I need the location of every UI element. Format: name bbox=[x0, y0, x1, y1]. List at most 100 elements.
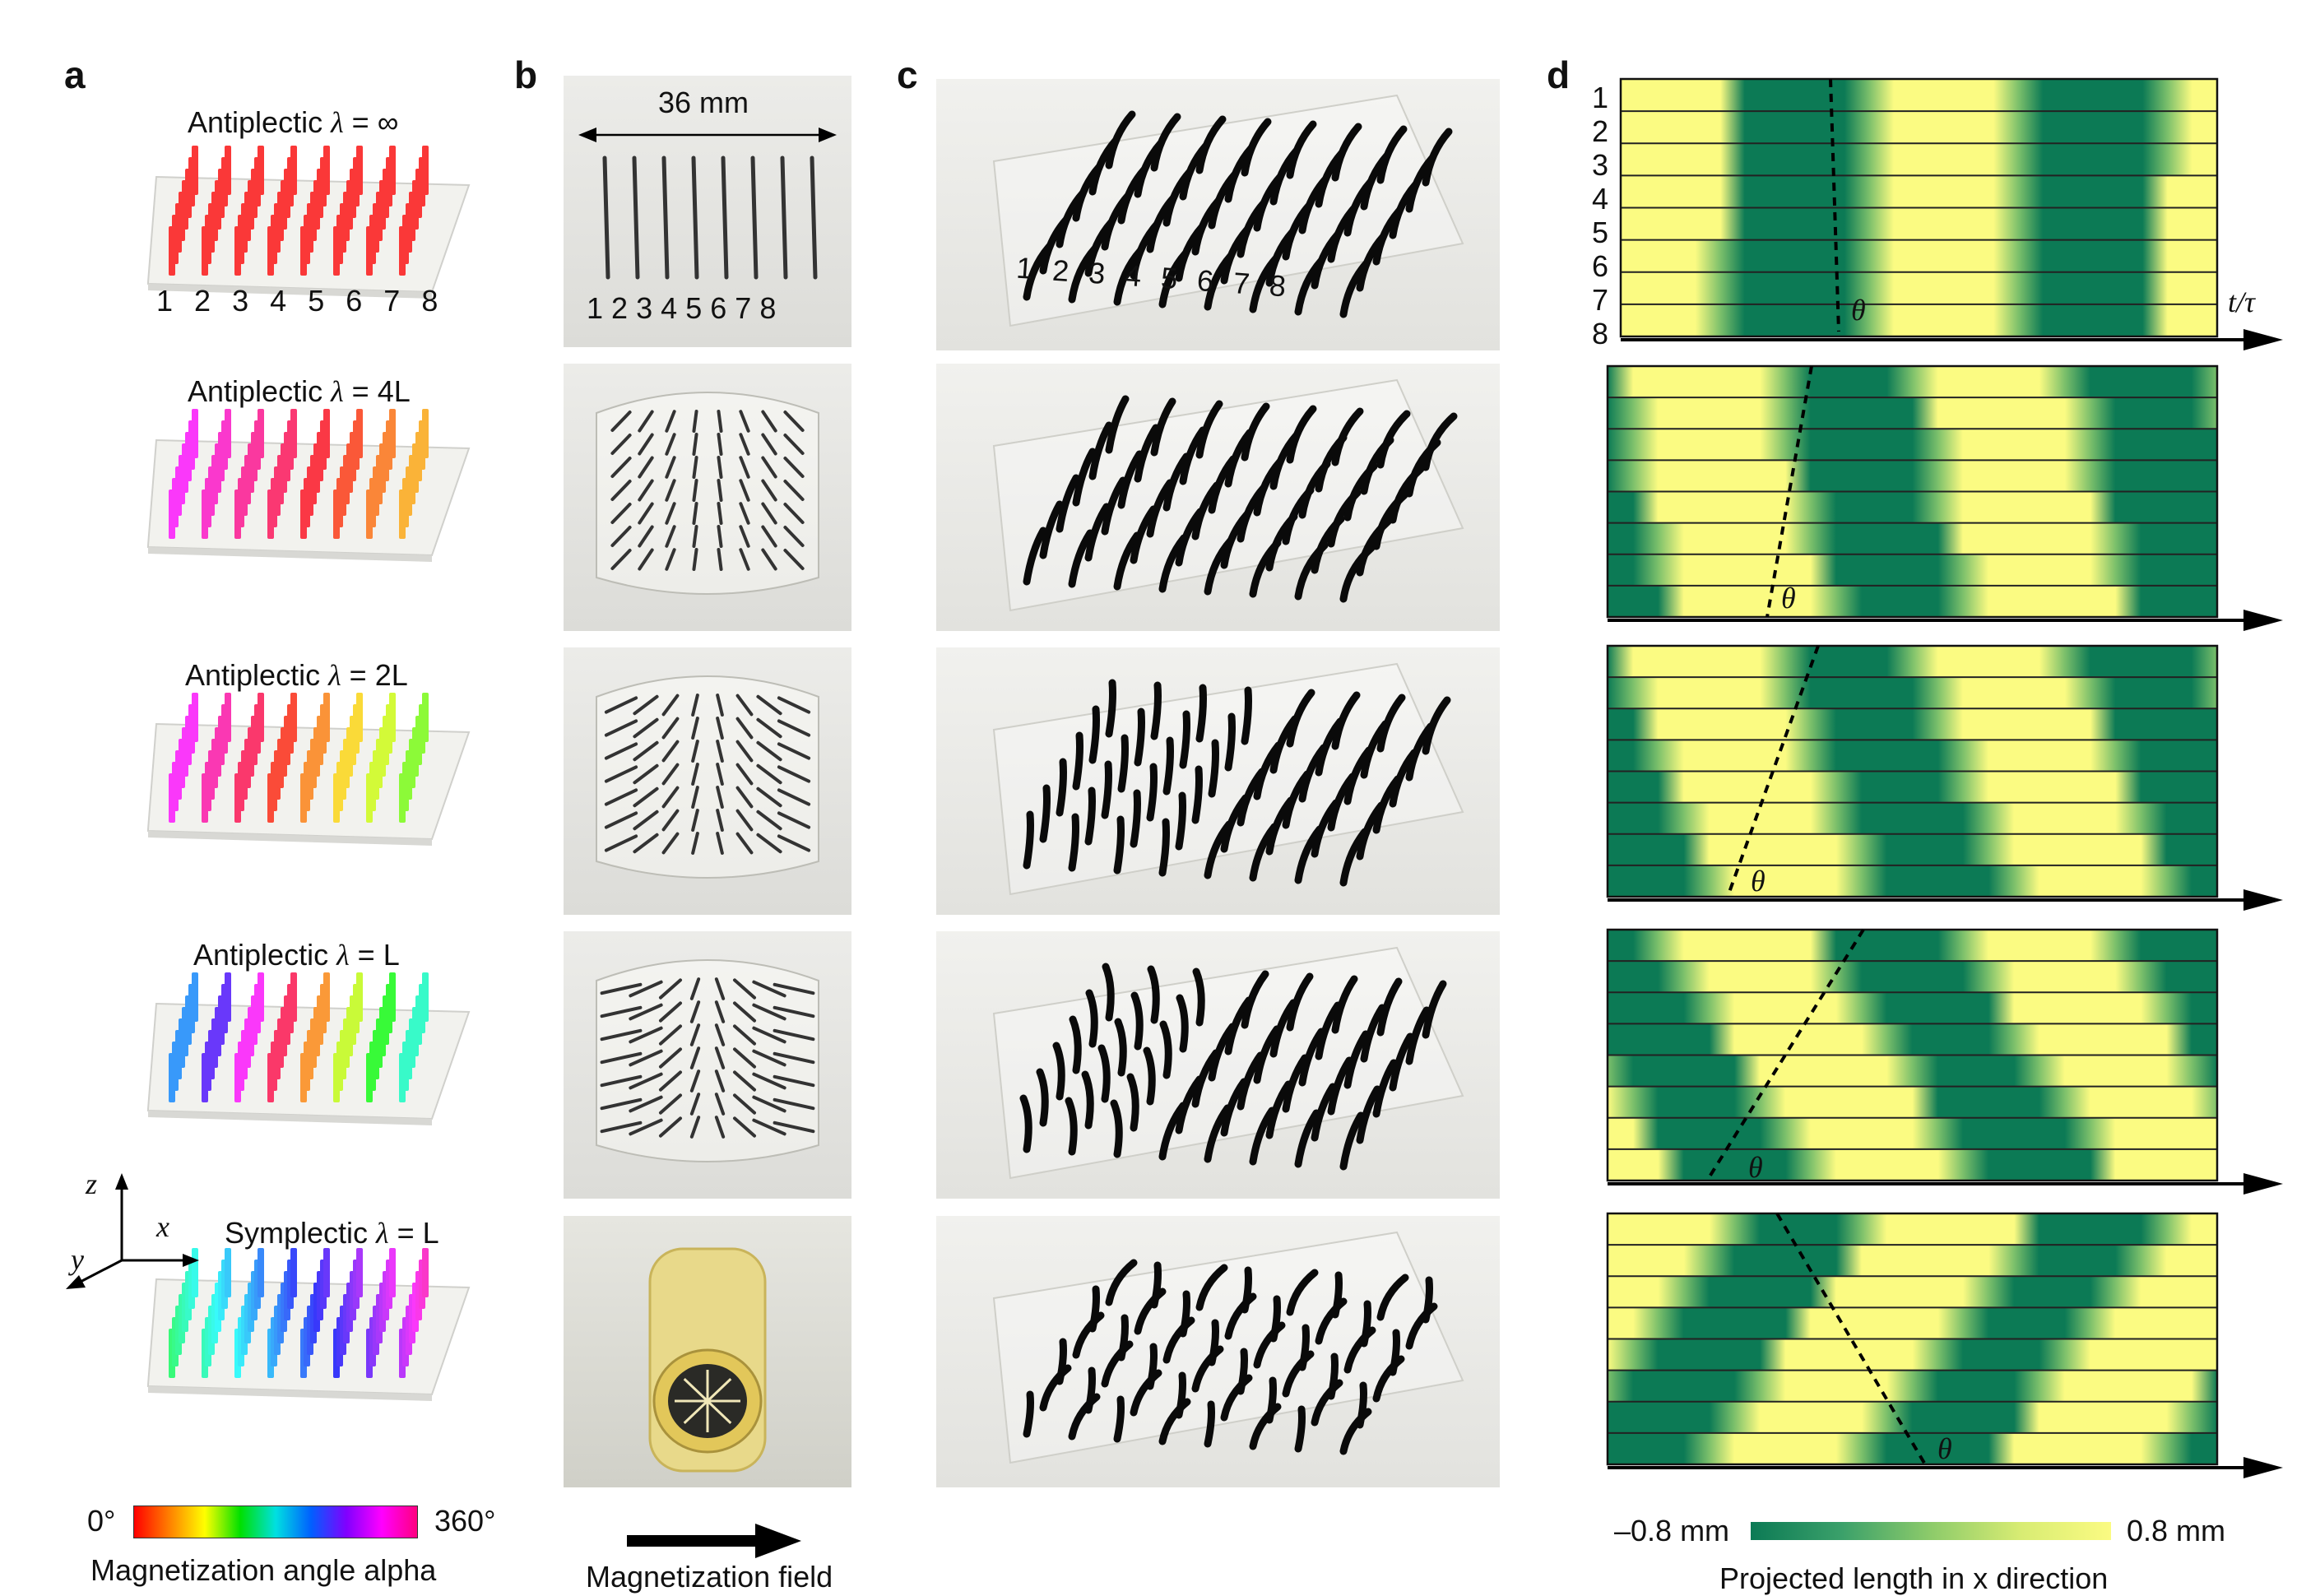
axis-z-label: z bbox=[86, 1167, 98, 1200]
kymograph-row bbox=[1608, 585, 2217, 617]
substrate-edge bbox=[148, 547, 432, 562]
photo-c-3 bbox=[936, 647, 1500, 915]
cilium bbox=[1101, 476, 1127, 536]
cilium bbox=[1056, 1338, 1067, 1385]
cilium bbox=[1072, 731, 1083, 791]
cilium bbox=[717, 502, 723, 525]
cilium bbox=[604, 742, 638, 760]
cilium bbox=[691, 786, 699, 809]
field-arrow-shaft bbox=[627, 1535, 759, 1547]
pillar bbox=[323, 1248, 330, 1297]
field-caption: Magnetization field bbox=[586, 1560, 833, 1594]
cilium bbox=[783, 457, 805, 478]
kymograph-3 bbox=[1606, 644, 2283, 911]
cilium bbox=[761, 502, 777, 525]
cilium bbox=[1286, 1269, 1319, 1316]
cilium bbox=[777, 765, 811, 783]
pillar bbox=[290, 693, 297, 742]
cylinder-substrate bbox=[596, 392, 819, 595]
pillar bbox=[192, 693, 198, 742]
cilium bbox=[717, 479, 723, 502]
cilium bbox=[1294, 1109, 1320, 1168]
pillar-array-5 bbox=[147, 1248, 471, 1401]
cilium bbox=[1422, 412, 1458, 471]
pillar bbox=[422, 972, 429, 1022]
kymograph-frame bbox=[1606, 364, 2219, 619]
pillar bbox=[323, 972, 330, 1022]
cilium bbox=[600, 1005, 643, 1018]
cilium bbox=[629, 1095, 663, 1113]
cilium bbox=[600, 1028, 643, 1042]
cilium bbox=[1146, 479, 1174, 538]
cilium bbox=[633, 717, 659, 739]
time-axis-arrowhead bbox=[2243, 889, 2283, 911]
wave-front-line bbox=[1726, 645, 1820, 898]
pillar bbox=[356, 146, 363, 195]
cilium bbox=[1085, 989, 1098, 1048]
kymograph-row bbox=[1608, 1117, 2217, 1149]
cilium bbox=[777, 788, 811, 806]
cilium bbox=[610, 457, 632, 478]
theta-label-1: θ bbox=[1851, 294, 1866, 327]
cilium bbox=[716, 740, 724, 763]
cilium bbox=[1331, 123, 1362, 182]
cilium bbox=[1088, 705, 1100, 764]
cilium bbox=[756, 694, 782, 716]
cilium bbox=[1134, 424, 1160, 483]
pillar bbox=[192, 146, 198, 195]
kymograph-frame bbox=[1619, 77, 2219, 338]
theta-label-4: θ bbox=[1748, 1151, 1763, 1184]
time-axis-arrowhead bbox=[2243, 610, 2283, 631]
cilium bbox=[1088, 421, 1113, 480]
cilium bbox=[773, 1051, 815, 1065]
cilium bbox=[1241, 118, 1272, 177]
cilium bbox=[658, 1093, 683, 1115]
cilium bbox=[1422, 980, 1447, 1039]
cilium bbox=[1269, 1295, 1281, 1343]
cilium bbox=[1204, 1400, 1215, 1448]
cilium bbox=[1117, 450, 1144, 509]
pillar bbox=[258, 146, 264, 195]
cilium bbox=[689, 977, 701, 1000]
cilium bbox=[610, 480, 632, 501]
cilium bbox=[1356, 1381, 1367, 1429]
cilium bbox=[717, 525, 723, 548]
time-axis-arrowhead bbox=[2243, 1457, 2283, 1478]
cilium bbox=[692, 433, 698, 456]
cilium bbox=[739, 410, 750, 433]
cilium bbox=[1237, 1051, 1264, 1111]
theta-label-5: θ bbox=[1937, 1432, 1952, 1465]
cilium bbox=[600, 1120, 643, 1134]
cilium bbox=[1405, 1006, 1431, 1065]
cilium bbox=[1039, 500, 1064, 559]
substrate-sheet bbox=[992, 378, 1464, 612]
cilium bbox=[732, 1001, 757, 1023]
cilium bbox=[1191, 765, 1203, 824]
wave-front-line bbox=[1829, 78, 1840, 332]
kymograph-row bbox=[1608, 992, 2217, 1024]
dimension-arrow-left bbox=[578, 128, 596, 142]
panel-b-column-numbers: 1 2 3 4 5 6 7 8 bbox=[587, 291, 777, 325]
kymograph-row bbox=[1621, 239, 2217, 272]
theta-label-2: θ bbox=[1781, 582, 1796, 615]
length-colorbar-min: –0.8 mm bbox=[1614, 1514, 1730, 1547]
cilium bbox=[1195, 1264, 1228, 1311]
pillar bbox=[225, 1248, 231, 1297]
kymograph-row bbox=[1608, 522, 2217, 554]
cilium bbox=[761, 433, 777, 456]
cilium bbox=[752, 1072, 786, 1090]
pillar bbox=[290, 146, 297, 195]
cilium bbox=[1331, 975, 1358, 1034]
angle-colorbar-min: 0° bbox=[87, 1504, 116, 1538]
cilium bbox=[1253, 1025, 1281, 1084]
cilium bbox=[735, 763, 754, 786]
panel-a-title-2: Antiplectic λ = 4L bbox=[188, 374, 411, 408]
cilium bbox=[604, 696, 638, 714]
cilium bbox=[1294, 1405, 1306, 1453]
panel-label-b: b bbox=[514, 53, 538, 96]
cilium bbox=[777, 834, 811, 852]
kymograph-row bbox=[1608, 1401, 2217, 1433]
time-axis-arrowhead bbox=[2243, 329, 2283, 350]
cilium bbox=[717, 548, 723, 571]
cilium bbox=[756, 786, 782, 808]
